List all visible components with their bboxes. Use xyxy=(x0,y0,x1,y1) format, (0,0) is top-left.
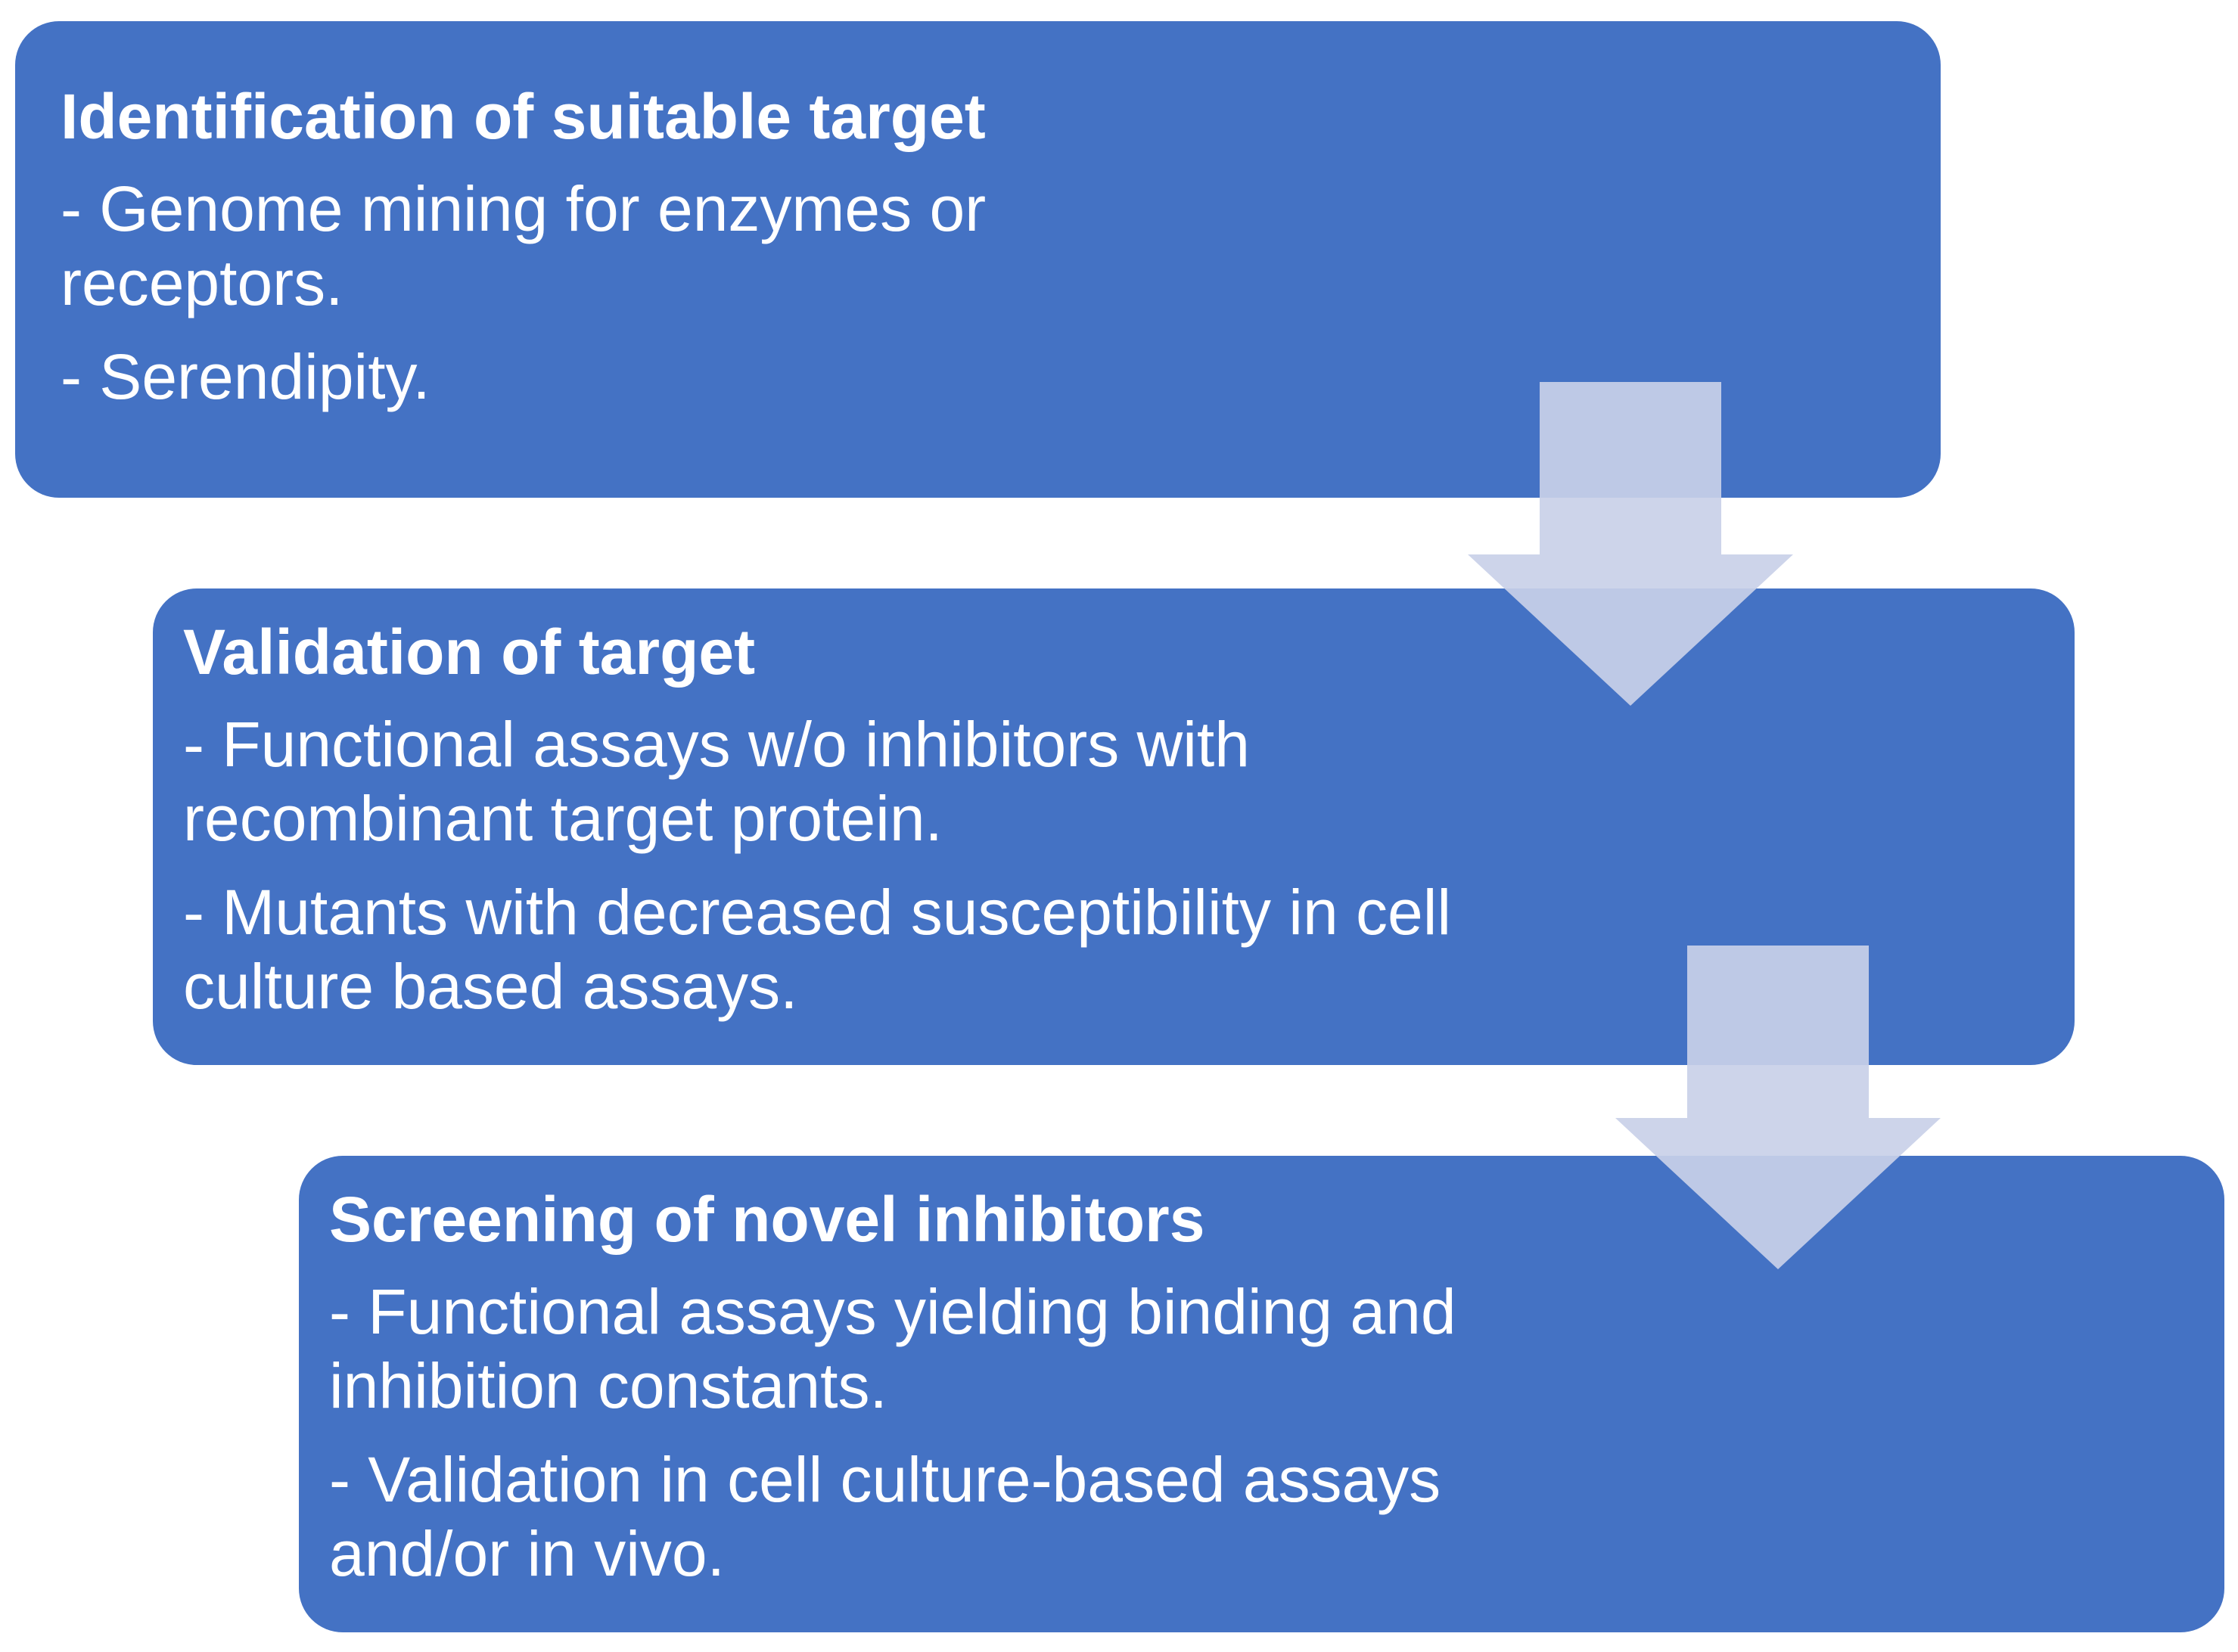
step-bullet: - Mutants with decreased susceptibility … xyxy=(183,877,1452,1023)
step-title: Screening of novel inhibitors xyxy=(329,1184,1205,1255)
step-bullet: - Functional assays yielding binding and… xyxy=(329,1275,1456,1421)
step-box-identification: Identification of suitable target - Geno… xyxy=(15,21,1941,498)
step-title: Validation of target xyxy=(183,616,756,688)
step-box-validation: Validation of target - Functional assays… xyxy=(153,588,2075,1065)
step-bullet: - Genome mining for enzymes or receptors… xyxy=(61,172,987,318)
step-box-screening: Screening of novel inhibitors - Function… xyxy=(299,1156,2224,1632)
down-arrow-icon xyxy=(1615,946,1941,1269)
step-bullet: - Validation in cell culture-based assay… xyxy=(329,1444,1441,1590)
step-title: Identification of suitable target xyxy=(61,81,986,152)
step-bullet: - Functional assays w/o inhibitors with … xyxy=(183,708,1250,854)
down-arrow-icon xyxy=(1468,382,1793,706)
step-bullet: - Serendipity. xyxy=(61,341,431,413)
